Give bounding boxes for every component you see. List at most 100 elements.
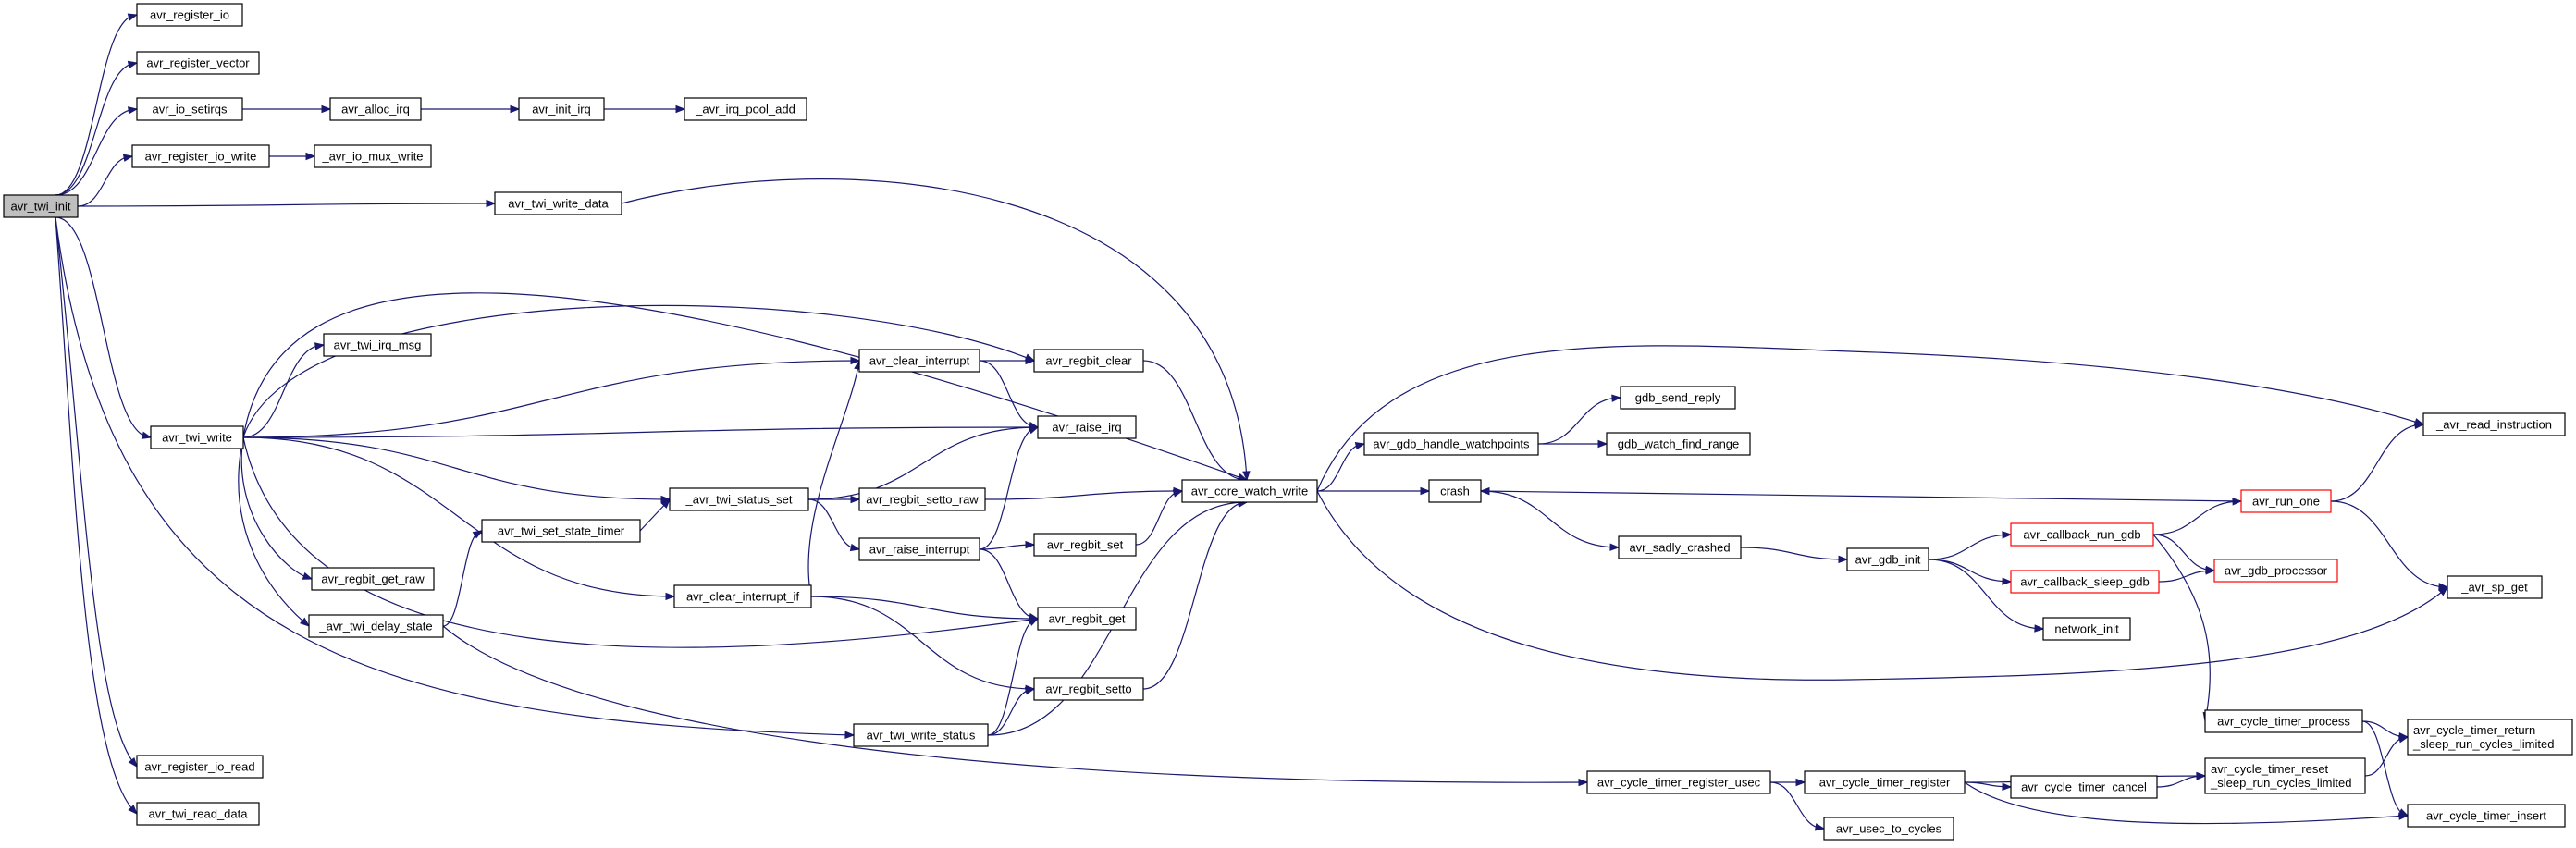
node-label-gdb_send_reply: gdb_send_reply: [1635, 391, 1721, 405]
node-avr_regbit_set[interactable]: avr_regbit_set: [1033, 533, 1137, 557]
call-edge-avr_clear_interrupt_if-to-avr_regbit_setto: [810, 596, 1035, 690]
node-avr_cycle_timer_reset_sleep_run_cycles_limited[interactable]: avr_cycle_timer_reset_sleep_run_cycles_l…: [2204, 757, 2366, 794]
node-avr_regbit_get_raw[interactable]: avr_regbit_get_raw: [311, 567, 435, 591]
node-box-_avr_sp_get: [2447, 575, 2543, 599]
call-edge-avr_callback_run_gdb-to-avr_gdb_processor: [2152, 534, 2215, 571]
node-label-avr_gdb_handle_watchpoints: avr_gdb_handle_watchpoints: [1373, 437, 1530, 451]
arrowhead-avr_init_irq-to-_avr_irq_pool_add: [675, 104, 686, 114]
arrowhead-avr_raise_interrupt-to-avr_regbit_set: [1025, 540, 1036, 549]
node-label-avr_cycle_timer_cancel: avr_cycle_timer_cancel: [2021, 780, 2147, 794]
node-label-avr_cycle_timer_return_sleep_run_cycles_limited-line1: _sleep_run_cycles_limited: [2412, 737, 2554, 751]
node-_avr_read_instruction[interactable]: _avr_read_instruction: [2422, 412, 2566, 436]
node-box-avr_init_irq: [518, 97, 605, 121]
arrowhead-avr_twi_write-to-avr_clear_interrupt: [850, 356, 861, 365]
node-label-avr_twi_write_data: avr_twi_write_data: [508, 197, 609, 211]
node-avr_regbit_setto_raw[interactable]: avr_regbit_setto_raw: [858, 487, 986, 511]
node-avr_regbit_clear[interactable]: avr_regbit_clear: [1033, 349, 1144, 373]
node-avr_twi_init[interactable]: avr_twi_init: [3, 194, 79, 218]
node-avr_raise_interrupt[interactable]: avr_raise_interrupt: [858, 537, 980, 561]
arrowhead-avr_run_one-to-_avr_sp_get: [2438, 583, 2449, 591]
node-_avr_sp_get[interactable]: _avr_sp_get: [2447, 575, 2543, 599]
node-avr_init_irq[interactable]: avr_init_irq: [518, 97, 605, 121]
arrowhead-avr_twi_init-to-avr_twi_write: [141, 431, 153, 439]
node-avr_gdb_processor[interactable]: avr_gdb_processor: [2213, 559, 2338, 583]
node-avr_cycle_timer_insert[interactable]: avr_cycle_timer_insert: [2407, 804, 2566, 828]
node-box-avr_register_io_write: [131, 144, 270, 168]
node-avr_gdb_init[interactable]: avr_gdb_init: [1846, 547, 1929, 571]
node-label-avr_regbit_set: avr_regbit_set: [1047, 538, 1124, 552]
node-avr_raise_irq[interactable]: avr_raise_irq: [1037, 415, 1137, 439]
node-label-avr_gdb_processor: avr_gdb_processor: [2225, 564, 2328, 578]
node-avr_alloc_irq[interactable]: avr_alloc_irq: [329, 97, 422, 121]
node-avr_cycle_timer_register_usec[interactable]: avr_cycle_timer_register_usec: [1586, 770, 1771, 794]
node-avr_twi_irq_msg[interactable]: avr_twi_irq_msg: [323, 333, 432, 357]
node-avr_gdb_handle_watchpoints[interactable]: avr_gdb_handle_watchpoints: [1363, 432, 1539, 456]
call-edge-_avr_twi_delay_state-to-avr_cycle_timer_register_usec: [442, 625, 1588, 783]
arrowhead-avr_twi_write-to-avr_twi_irq_msg: [314, 342, 326, 350]
node-avr_sadly_crashed[interactable]: avr_sadly_crashed: [1618, 535, 1742, 559]
node-avr_twi_write[interactable]: avr_twi_write: [150, 425, 244, 449]
node-avr_regbit_setto[interactable]: avr_regbit_setto: [1033, 677, 1144, 701]
node-avr_clear_interrupt_if[interactable]: avr_clear_interrupt_if: [673, 584, 812, 608]
arrowhead-crash-to-avr_sadly_crashed: [1609, 543, 1621, 551]
node-avr_twi_read_data[interactable]: avr_twi_read_data: [136, 802, 260, 826]
call-edge-avr_regbit_clear-to-avr_core_watch_write: [1142, 360, 1248, 481]
node-avr_register_io_write[interactable]: avr_register_io_write: [131, 144, 270, 168]
node-avr_clear_interrupt[interactable]: avr_clear_interrupt: [858, 349, 980, 373]
arrowhead-_avr_twi_delay_state-to-avr_cycle_timer_register_usec: [1578, 778, 1589, 787]
node-avr_twi_set_state_timer[interactable]: avr_twi_set_state_timer: [481, 519, 641, 543]
node-avr_callback_sleep_gdb[interactable]: avr_callback_sleep_gdb: [2010, 570, 2160, 594]
node-avr_twi_write_data[interactable]: avr_twi_write_data: [494, 191, 622, 215]
call-edge-avr_twi_write-to-_avr_twi_delay_state: [238, 436, 310, 627]
call-edge-avr_gdb_init-to-network_init: [1928, 559, 2044, 630]
node-box-avr_alloc_irq: [329, 97, 422, 121]
call-edge-avr_twi_init-to-avr_twi_write_status: [55, 216, 855, 736]
node-network_init[interactable]: network_init: [2042, 617, 2131, 641]
arrowhead-avr_core_watch_write-to-crash: [1420, 486, 1431, 496]
arrowhead-avr_twi_write-to-_avr_twi_delay_state: [299, 617, 311, 627]
node-label-avr_twi_write: avr_twi_write: [162, 431, 232, 445]
node-avr_io_setirqs[interactable]: avr_io_setirqs: [136, 97, 243, 121]
arrowhead-_avr_twi_delay_state-to-avr_twi_set_state_timer: [472, 530, 484, 539]
node-avr_usec_to_cycles[interactable]: avr_usec_to_cycles: [1823, 817, 1954, 841]
node-label-avr_cycle_timer_register_usec: avr_cycle_timer_register_usec: [1597, 776, 1761, 790]
node-_avr_io_mux_write[interactable]: _avr_io_mux_write: [314, 144, 432, 168]
node-avr_cycle_timer_return_sleep_run_cycles_limited[interactable]: avr_cycle_timer_return_sleep_run_cycles_…: [2407, 719, 2573, 756]
call-edge-avr_twi_write-to-avr_regbit_get_raw: [240, 436, 313, 580]
node-label-avr_run_one: avr_run_one: [2252, 495, 2320, 509]
node-avr_regbit_get[interactable]: avr_regbit_get: [1037, 607, 1137, 631]
node-box-avr_twi_set_state_timer: [481, 519, 641, 543]
node-box-avr_raise_irq: [1037, 415, 1137, 439]
node-_avr_irq_pool_add[interactable]: _avr_irq_pool_add: [684, 97, 807, 121]
call-edge-avr_core_watch_write-to-_avr_sp_get: [1316, 490, 2448, 681]
node-avr_run_one[interactable]: avr_run_one: [2240, 489, 2332, 513]
node-label-avr_regbit_setto_raw: avr_regbit_setto_raw: [866, 493, 979, 507]
node-gdb_send_reply[interactable]: gdb_send_reply: [1620, 386, 1736, 410]
node-_avr_twi_status_set[interactable]: _avr_twi_status_set: [669, 487, 809, 511]
node-avr_register_io_read[interactable]: avr_register_io_read: [136, 755, 264, 779]
call-edge-avr_regbit_setto_raw-to-avr_core_watch_write: [984, 490, 1183, 500]
node-avr_cycle_timer_process[interactable]: avr_cycle_timer_process: [2204, 709, 2363, 733]
node-label-avr_cycle_timer_insert: avr_cycle_timer_insert: [2426, 809, 2546, 823]
call-edge-avr_twi_write-to-avr_clear_interrupt_if: [242, 436, 675, 597]
node-box-avr_gdb_processor: [2213, 559, 2338, 583]
node-avr_core_watch_write[interactable]: avr_core_watch_write: [1181, 479, 1318, 503]
node-avr_register_vector[interactable]: avr_register_vector: [136, 51, 260, 75]
call-edge-avr_gdb_init-to-avr_callback_sleep_gdb: [1928, 559, 2012, 583]
call-edge-avr_regbit_setto-to-avr_core_watch_write: [1142, 501, 1248, 690]
node-avr_register_io[interactable]: avr_register_io: [136, 3, 243, 27]
node-label-avr_gdb_init: avr_gdb_init: [1855, 553, 1921, 567]
node-box-avr_clear_interrupt: [858, 349, 980, 373]
node-avr_callback_run_gdb[interactable]: avr_callback_run_gdb: [2010, 522, 2154, 547]
call-edge-avr_twi_write_data-to-avr_core_watch_write: [621, 178, 1248, 481]
node-avr_cycle_timer_cancel[interactable]: avr_cycle_timer_cancel: [2010, 775, 2158, 799]
call-edge-avr_raise_interrupt-to-avr_raise_irq: [979, 426, 1039, 550]
node-avr_twi_write_status[interactable]: avr_twi_write_status: [853, 723, 989, 747]
node-label-avr_cycle_timer_reset_sleep_run_cycles_limited-line1: _sleep_run_cycles_limited: [2210, 776, 2351, 790]
node-label-avr_init_irq: avr_init_irq: [532, 103, 591, 117]
node-box-avr_twi_write: [150, 425, 244, 449]
node-avr_cycle_timer_register[interactable]: avr_cycle_timer_register: [1804, 770, 1966, 794]
node-gdb_watch_find_range[interactable]: gdb_watch_find_range: [1606, 432, 1751, 456]
node-crash[interactable]: crash: [1428, 479, 1482, 503]
node-_avr_twi_delay_state[interactable]: _avr_twi_delay_state: [308, 614, 444, 638]
